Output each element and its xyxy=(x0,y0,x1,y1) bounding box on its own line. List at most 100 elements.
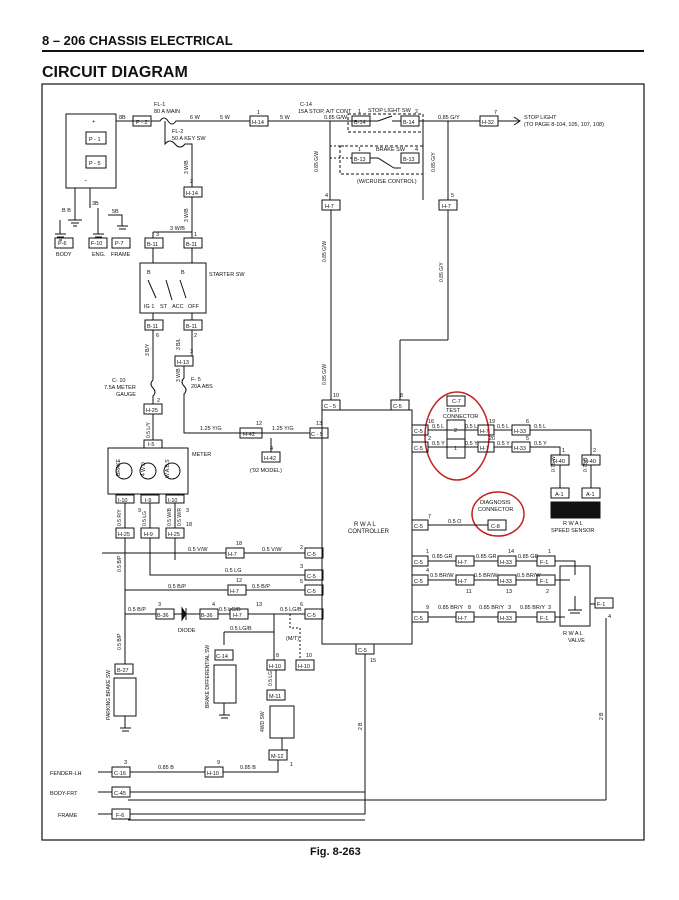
wire-3b: 3B xyxy=(92,201,99,207)
meter-brake-label: BRAKE xyxy=(116,458,122,476)
ground-p7 xyxy=(111,237,131,249)
c14-label: C-14 xyxy=(300,102,312,108)
test-pin1: 1 xyxy=(454,446,457,452)
speed-sensor xyxy=(550,501,601,519)
c5-main-label: C - 5 xyxy=(311,432,323,438)
test-c5a: C-5 xyxy=(414,429,423,435)
starter-ig1: IG 1 xyxy=(144,304,154,310)
vert-085gy-a: 0.85 G/Y xyxy=(431,152,437,172)
ground-h10-num: 9 xyxy=(217,760,220,766)
ground-body-label: BODY xyxy=(56,252,72,258)
a1a-label: A-1 xyxy=(555,492,564,498)
bus-w05vw-b: 0.5 V/W xyxy=(262,547,282,553)
starter-sw-label: STARTER SW xyxy=(209,272,245,278)
ground-p6-label: P-6 xyxy=(58,241,67,247)
bus-w05bp-b: 0.5 B/P xyxy=(252,584,270,590)
b13-pin4: 4 xyxy=(415,147,418,153)
lower-h10a-num: 8 xyxy=(276,653,279,659)
battery-plus: + xyxy=(92,119,95,125)
i5-label: I-5 xyxy=(148,442,154,448)
f5-name: 20A ABS xyxy=(191,384,213,390)
c10-label: C- 10 xyxy=(112,378,125,384)
wire-3wb-c: 3 W/B xyxy=(170,226,185,232)
valve-f1c: F-1 xyxy=(540,616,548,622)
valve-h7c-num: 8 xyxy=(468,605,471,611)
vert-3wb-b: 3 W/B xyxy=(184,208,190,222)
wire-085gy: 0.85 G/Y xyxy=(438,115,460,121)
h32-label: H-32 xyxy=(482,120,494,126)
valve-w085gr: 0.85 GR xyxy=(432,554,453,560)
bus-mt: (M/T) xyxy=(286,636,299,642)
h14-mid-label: H-14 xyxy=(186,191,198,197)
battery-box xyxy=(65,113,117,189)
speed-sensor-line1: R W A L xyxy=(563,521,583,527)
h14-top-label: H-14 xyxy=(252,120,264,126)
h40b-label: H-40 xyxy=(584,459,596,465)
lower-c14: C-14 xyxy=(216,654,228,660)
test-w05y-d: 0.5 Y xyxy=(534,441,547,447)
c10-name2: GAUGE xyxy=(116,392,136,398)
starter-pos-a: B xyxy=(147,270,151,276)
ground-f10 xyxy=(88,237,108,249)
valve-w085gr-c: 0.85 GR xyxy=(518,554,539,560)
valve-c5b-num: 4 xyxy=(426,568,429,574)
cruise-label: (W/CRUISE CONTROL) xyxy=(357,179,417,185)
figure-caption: Fig. 8-263 xyxy=(310,846,361,858)
meter-i9: I-9 xyxy=(145,498,151,504)
parking-brake-label: PARKING BRAKE SW xyxy=(106,670,112,720)
vert-05ly: 0.5 L/Y xyxy=(146,421,152,438)
brake-diff-label: BRAKE DIFFERENTIAL SW xyxy=(205,645,211,708)
wire-125yg-b: 1.25 Y/G xyxy=(272,426,294,432)
c10-name: 7.5A METER xyxy=(104,385,136,391)
lower-h10b-num: 10 xyxy=(306,653,312,659)
vert-3by: 3 B/Y xyxy=(145,343,151,356)
valve-w085bry-c: 0.85 BR/Y xyxy=(520,605,545,611)
test-c7: C-7 xyxy=(452,399,461,405)
test-h33a: H-33 xyxy=(514,429,526,435)
valve-c5c: C-5 xyxy=(414,616,423,622)
test-h33b-num: 5 xyxy=(526,436,529,442)
diag-c5-num: 7 xyxy=(428,514,431,520)
starter-off: OFF xyxy=(188,304,200,310)
conn-b11-a xyxy=(144,237,164,249)
bus-h7a-num: 18 xyxy=(236,541,242,547)
stop-light-switch xyxy=(347,113,424,133)
b11c-label: B-11 xyxy=(147,324,158,330)
bus-w05lgb-c: 0.5 LG/B xyxy=(230,626,252,632)
h25a-num: 2 xyxy=(157,398,160,404)
test-w05l-a: 0.5 L xyxy=(432,424,444,430)
valve-h33a: H-33 xyxy=(500,560,512,566)
meter-label: METER xyxy=(192,452,211,458)
fl2-label: FL-2 xyxy=(172,129,183,135)
vert-3bl: 3 B/L xyxy=(176,338,182,350)
diag-label1: DIAGNOSIS xyxy=(480,500,511,506)
lower-m12: M-12 xyxy=(271,754,284,760)
bus-c5a-num: 2 xyxy=(300,545,303,551)
b11d-label: B-11 xyxy=(186,324,197,330)
ground-f10-label: F-10 xyxy=(91,241,102,247)
test-w05l-d: 0.5 L xyxy=(534,424,546,430)
valve-c5c-num: 9 xyxy=(426,605,429,611)
speed-sensor-line2: SPEED SENSOR xyxy=(551,528,594,534)
bus-w05bp-c: 0.5 B/P xyxy=(128,607,146,613)
stoplight-ref: (TO PAGE 8-104, 105, 107, 108) xyxy=(524,122,604,128)
c5-top-b-num: 8 xyxy=(400,393,403,399)
conn-b11-d xyxy=(183,319,203,331)
ground-p7-label: P-7 xyxy=(115,241,124,247)
test-h7a-num: 19 xyxy=(489,419,495,425)
diag-c5: C-5 xyxy=(414,524,423,530)
b11c-num: 6 xyxy=(156,333,159,339)
a1b-label: A-1 xyxy=(586,492,595,498)
diagnosis-connector-highlight xyxy=(471,491,525,537)
vert-075b: 0.75 B xyxy=(583,457,589,472)
b14-a: B-14 xyxy=(354,120,366,126)
h13-num: 3 xyxy=(190,349,193,355)
diag-w05o: 0.5 O xyxy=(448,519,462,525)
meter-n9: 9 xyxy=(138,508,141,514)
valve-w05brw-b: 0.5 BR/W xyxy=(474,573,498,579)
valve-h33c-num: 3 xyxy=(508,605,511,611)
bus-w05lg-a: 0.5 LG xyxy=(225,568,242,574)
bus-c5a: C-5 xyxy=(307,552,316,558)
vert-085gw-b: 0.85 G/W xyxy=(322,241,328,262)
